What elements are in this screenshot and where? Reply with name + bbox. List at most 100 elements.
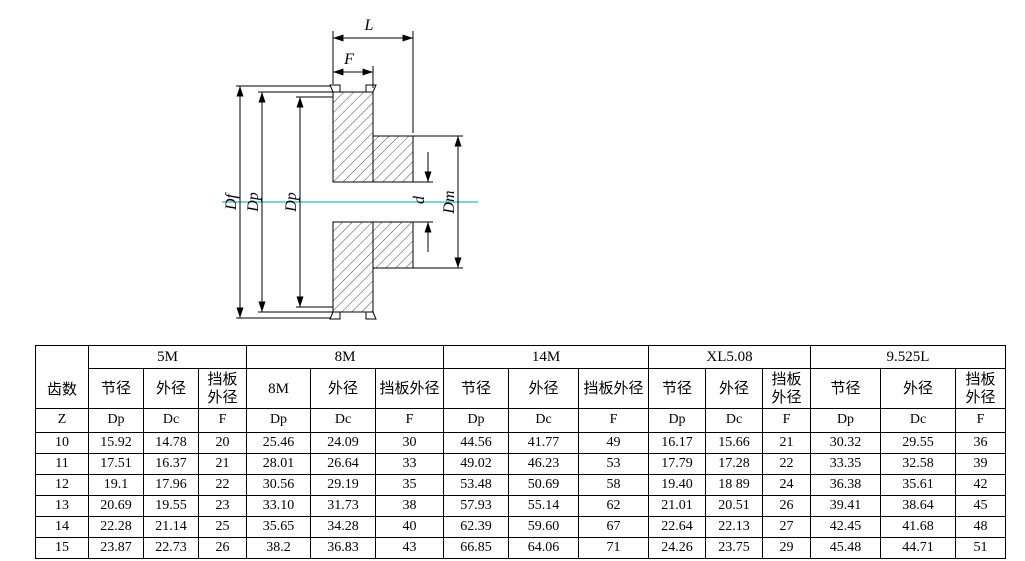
col-header: 外径 [143, 368, 199, 409]
spec-value-cell: 20 [198, 432, 247, 454]
units-row: Z Dp Dc F Dp Dc F Dp Dc F Dp Dc F Dp Dc … [35, 408, 1006, 433]
spec-value-cell: 21.14 [143, 516, 199, 538]
spec-value-cell: 22 [198, 474, 247, 496]
col-header: 挡板外径 [375, 368, 444, 409]
spec-value-cell: 44.56 [443, 432, 509, 454]
spec-value-cell: 17.79 [648, 453, 706, 475]
spec-value-cell: 21.01 [648, 495, 706, 517]
spec-value-cell: 51 [955, 537, 1006, 559]
flange-tip [329, 311, 341, 320]
group-header-xl508: XL5.08 [648, 345, 811, 369]
spec-value-cell: 19.55 [143, 495, 199, 517]
spec-value-cell: 44.71 [880, 537, 956, 559]
spec-value-cell: 16.17 [648, 432, 706, 454]
unit-header: Dc [880, 408, 956, 433]
unit-header: Dc [705, 408, 763, 433]
spec-value-cell: 38.64 [880, 495, 956, 517]
flange-tip [329, 84, 341, 93]
spec-value-cell: 41.77 [508, 432, 579, 454]
spec-value-cell: 34.28 [310, 516, 376, 538]
spec-value-cell: 33 [375, 453, 444, 475]
spec-value-cell: 20.69 [88, 495, 144, 517]
spec-value-cell: 35.65 [246, 516, 311, 538]
group-header-14m: 14M [443, 345, 649, 369]
unit-header: F [198, 408, 247, 433]
spec-value-cell: 30 [375, 432, 444, 454]
spec-value-cell: 36.38 [810, 474, 881, 496]
dim-label-Dp-outer: Dp [245, 192, 262, 213]
z-value-cell: 15 [35, 537, 89, 559]
spec-value-cell: 42 [955, 474, 1006, 496]
spec-value-cell: 59.60 [508, 516, 579, 538]
spec-value-cell: 62 [578, 495, 649, 517]
col-header: 节径 [810, 368, 881, 409]
z-value-cell: 12 [35, 474, 89, 496]
col-header: 挡板 外径 [955, 368, 1006, 409]
spec-value-cell: 43 [375, 537, 444, 559]
dim-label-d: d [411, 195, 428, 204]
spec-value-cell: 27 [762, 516, 811, 538]
spec-value-cell: 57.93 [443, 495, 509, 517]
spec-value-cell: 32.58 [880, 453, 956, 475]
sub-header-row: 节径 外径 挡板 外径 8M 外径 挡板外径 节径 外径 挡板外径 节径 外径 … [36, 368, 1006, 409]
unit-header: Dc [508, 408, 579, 433]
spec-value-cell: 15.66 [705, 432, 763, 454]
dim-label-Dm: Dm [441, 190, 458, 214]
spec-value-cell: 25 [198, 516, 247, 538]
spec-value-cell: 24 [762, 474, 811, 496]
unit-header: Dp [88, 408, 144, 433]
col-header: 外径 [310, 368, 376, 409]
col-header: 挡板 外径 [762, 368, 811, 409]
spec-value-cell: 35.61 [880, 474, 956, 496]
spec-value-cell: 22.73 [143, 537, 199, 559]
spec-value-cell: 30.56 [246, 474, 311, 496]
spec-value-cell: 26 [762, 495, 811, 517]
hub-section-upper [372, 135, 414, 183]
spec-value-cell: 26.64 [310, 453, 376, 475]
spec-value-cell: 46.23 [508, 453, 579, 475]
spec-value-cell: 50.69 [508, 474, 579, 496]
tooth-section-lower [332, 221, 374, 313]
spec-value-cell: 15.92 [88, 432, 144, 454]
dim-label-Df: Df [223, 191, 240, 211]
spec-value-cell: 45 [955, 495, 1006, 517]
unit-header: F [578, 408, 649, 433]
spec-value-cell: 33.35 [810, 453, 881, 475]
spec-value-cell: 22 [762, 453, 811, 475]
unit-header: F [955, 408, 1006, 433]
spec-value-cell: 19.1 [88, 474, 144, 496]
spec-value-cell: 45.48 [810, 537, 881, 559]
spec-value-cell: 38.2 [246, 537, 311, 559]
unit-header: Dc [310, 408, 376, 433]
spec-value-cell: 19.40 [648, 474, 706, 496]
spec-value-cell: 17.96 [143, 474, 199, 496]
col-header: 外径 [508, 368, 579, 409]
unit-header: F [762, 408, 811, 433]
spec-value-cell: 14.78 [143, 432, 199, 454]
spec-value-cell: 41.68 [880, 516, 956, 538]
spec-value-cell: 35 [375, 474, 444, 496]
col-header: 节径 [88, 368, 144, 409]
spec-value-cell: 33.10 [246, 495, 311, 517]
spec-value-cell: 55.14 [508, 495, 579, 517]
col-header: 节径 [443, 368, 509, 409]
spec-value-cell: 26 [198, 537, 247, 559]
dim-label-Dp-inner: Dp [283, 192, 300, 213]
spec-value-cell: 17.51 [88, 453, 144, 475]
group-header-row: 齿数 5M 8M 14M XL5.08 9.525L [35, 345, 1006, 409]
spec-value-cell: 53.48 [443, 474, 509, 496]
group-header-8m: 8M [246, 345, 444, 369]
unit-header: F [375, 408, 444, 433]
spec-value-cell: 66.85 [443, 537, 509, 559]
dim-label-L: L [364, 17, 374, 34]
flange-tip [365, 311, 377, 320]
spec-value-cell: 21 [762, 432, 811, 454]
spec-value-cell: 28.01 [246, 453, 311, 475]
z-value-cell: 14 [35, 516, 89, 538]
dimension-labels: L F Df Dp Dp d Dm [223, 17, 458, 215]
spec-value-cell: 36 [955, 432, 1006, 454]
